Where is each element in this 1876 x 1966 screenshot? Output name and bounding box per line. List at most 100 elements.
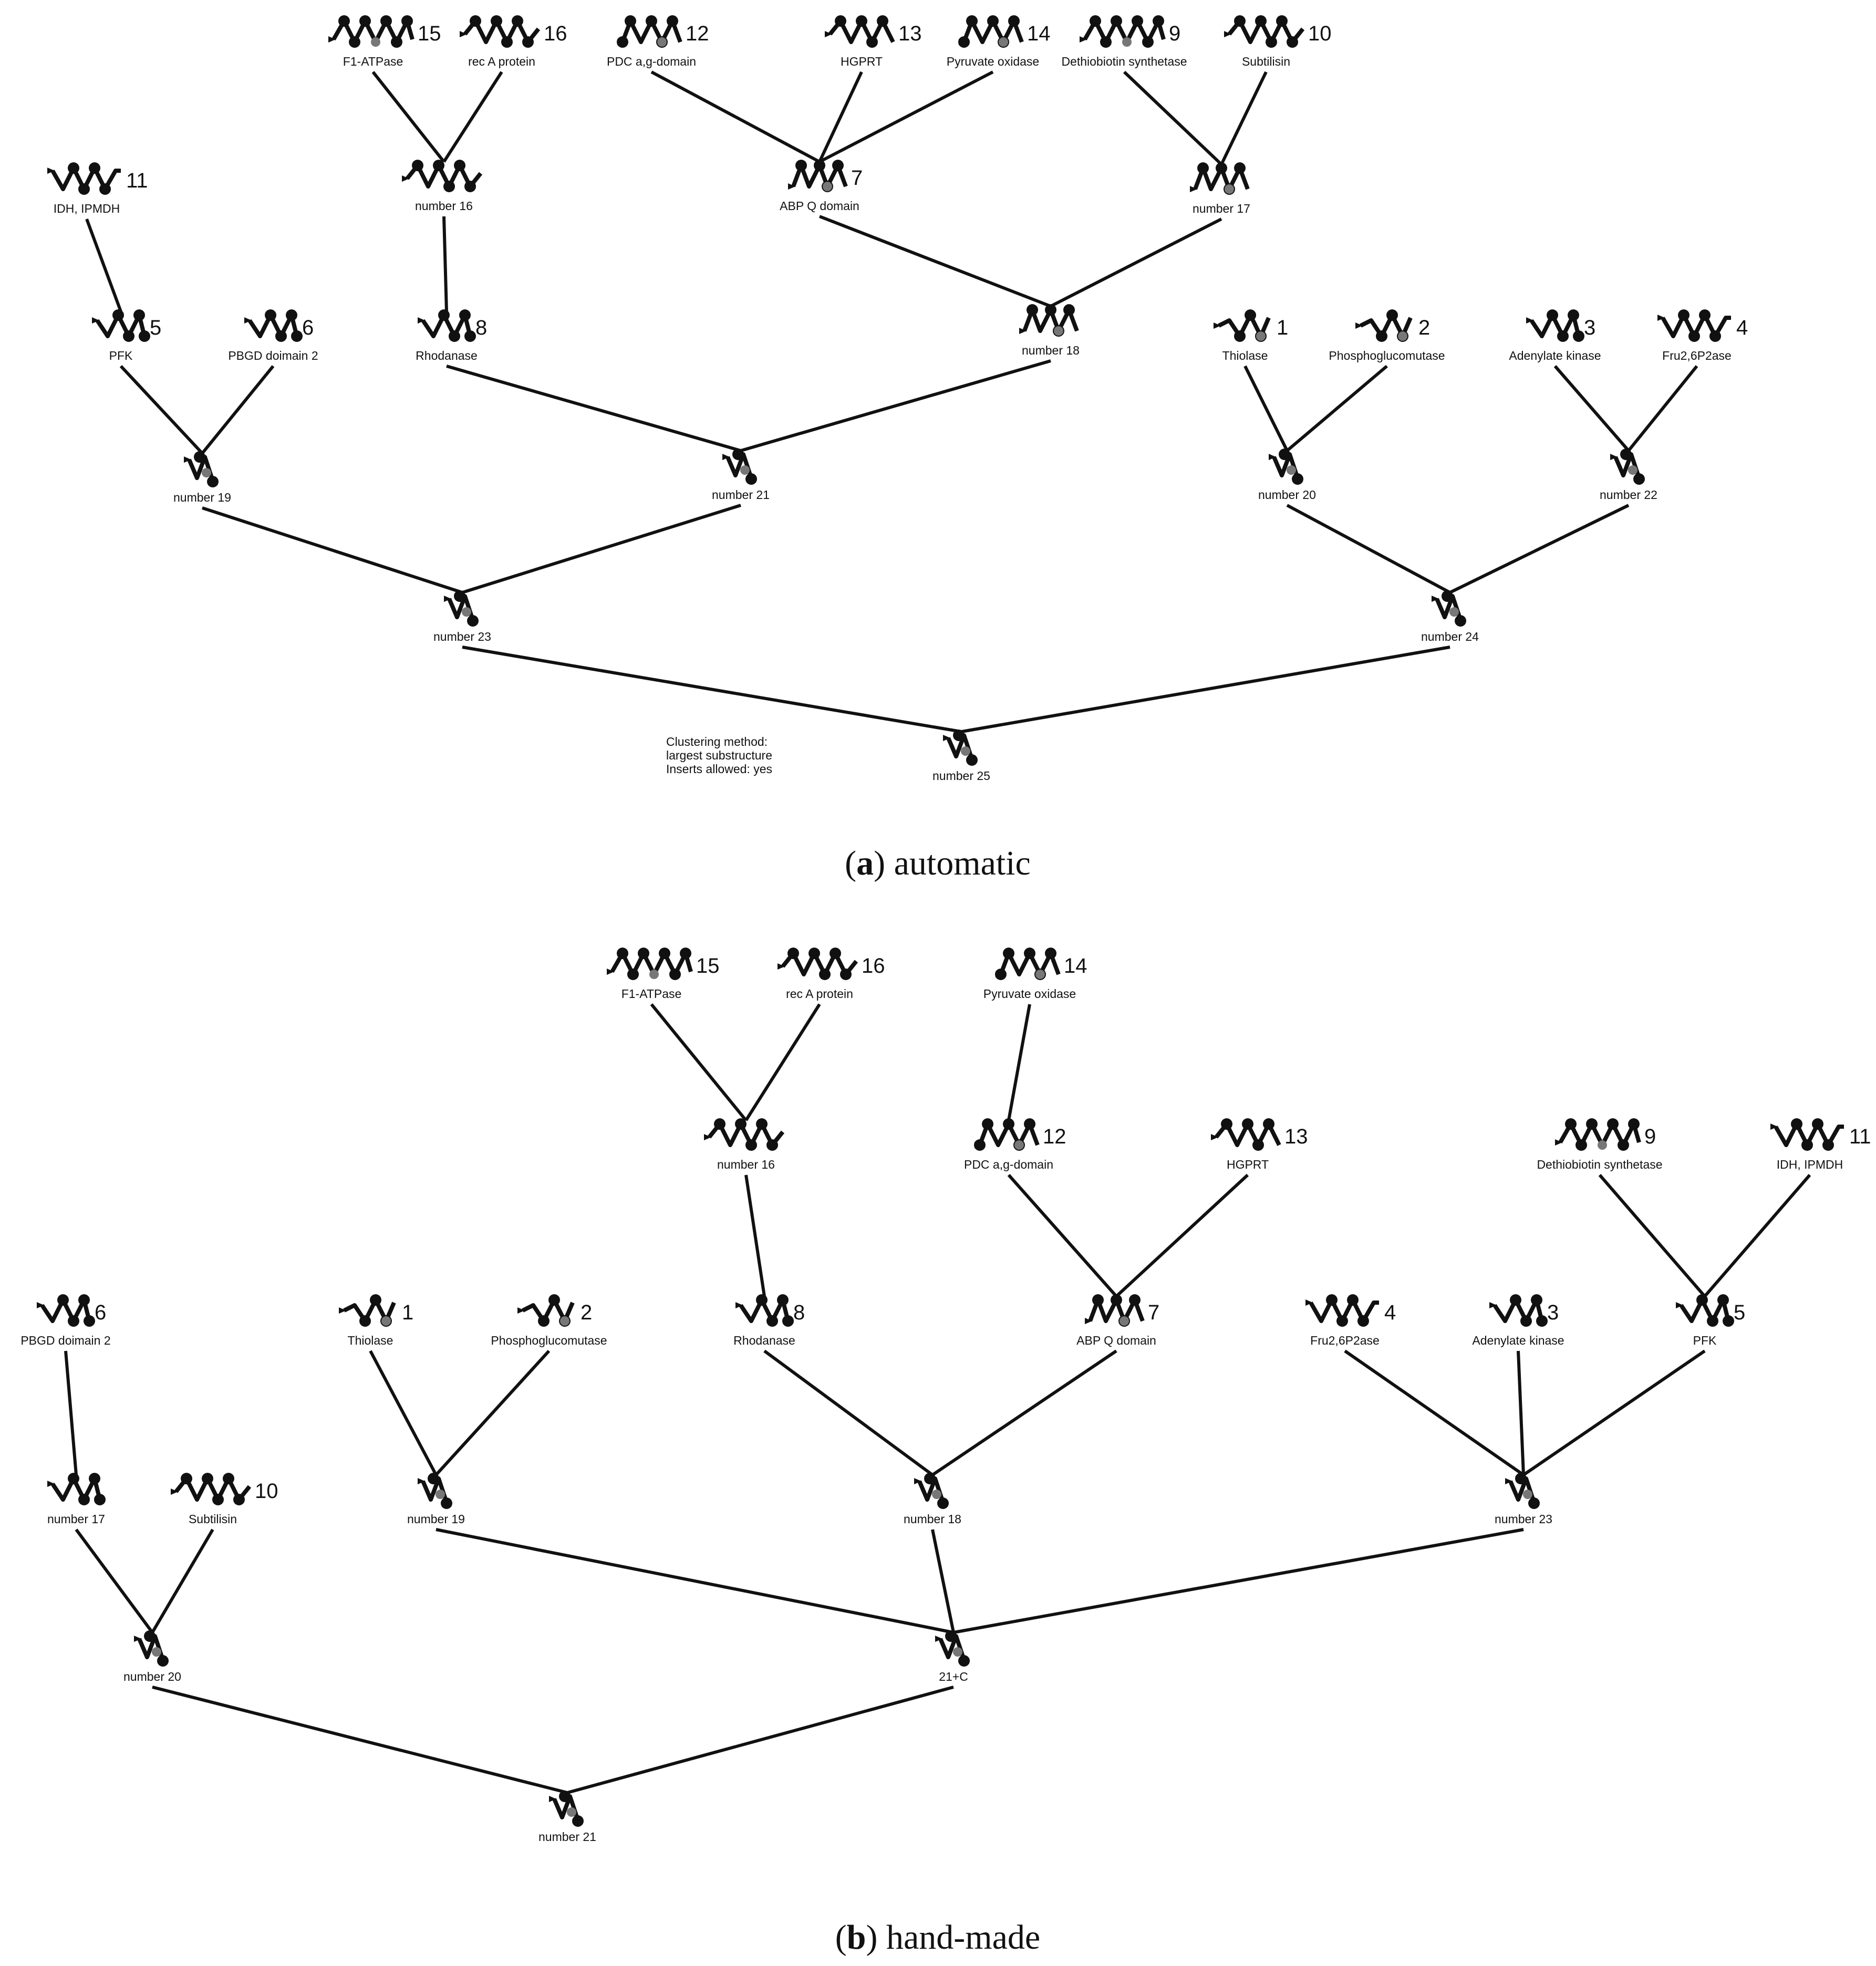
node-number: 1: [1277, 316, 1288, 339]
topology-strand: [1309, 1298, 1379, 1323]
strand-arrowhead: [1505, 1478, 1512, 1484]
node-number: 3: [1547, 1301, 1559, 1324]
helix-marker: [1292, 473, 1303, 485]
site-marker: [932, 1490, 941, 1499]
helix-marker: [449, 330, 460, 342]
topology-glyph: [1085, 1294, 1145, 1327]
clustering-note-line-1: Clustering method:: [666, 735, 768, 748]
topology-glyph: [184, 451, 219, 487]
helix-marker: [1709, 330, 1721, 342]
site-marker: [381, 1316, 391, 1326]
strand-arrowhead: [1224, 31, 1231, 37]
helix-marker: [1132, 15, 1143, 27]
topology-glyph: [914, 1473, 949, 1509]
helix-marker: [1801, 1139, 1813, 1151]
tree-edge: [442, 71, 503, 163]
helix-marker: [756, 1118, 768, 1130]
helix-marker: [1252, 1139, 1264, 1151]
node-label: number 18: [1022, 344, 1080, 357]
node-label: IDH, IPMDH: [54, 202, 120, 215]
site-marker: [1225, 184, 1234, 194]
tree-edge: [818, 215, 1052, 308]
helix-marker: [1576, 1139, 1587, 1151]
helix-marker: [501, 36, 513, 48]
strand-arrowhead: [1489, 1302, 1497, 1308]
topology-glyph: [1355, 309, 1413, 342]
node-label: number 17: [47, 1512, 105, 1526]
strand-arrowhead: [1657, 315, 1665, 321]
helix-marker: [349, 36, 360, 48]
tree-edge: [1050, 217, 1222, 308]
tree-node: number 20: [1258, 449, 1316, 502]
tree-edge: [1553, 365, 1630, 452]
helix-marker: [795, 160, 807, 171]
helix-marker: [966, 754, 978, 766]
helix-marker: [982, 1118, 993, 1130]
topology-glyph: [1214, 309, 1271, 342]
node-label: rec A protein: [786, 987, 853, 1001]
helix-marker: [1557, 330, 1569, 342]
helix-marker: [291, 330, 303, 342]
strand-arrowhead: [914, 1478, 921, 1484]
tree-edge: [436, 1528, 954, 1634]
helix-marker: [1024, 1118, 1035, 1130]
helix-marker: [139, 330, 150, 342]
strand-arrowhead: [549, 1796, 556, 1802]
node-label: PFK: [1693, 1334, 1717, 1347]
strand-arrowhead: [1770, 1124, 1778, 1130]
helix-marker: [667, 15, 678, 27]
tree-node: 21+C: [935, 1630, 970, 1683]
node-label: Adenylate kinase: [1472, 1334, 1564, 1347]
tree-edge: [1344, 1349, 1525, 1476]
helix-marker: [787, 948, 799, 959]
site-marker: [560, 1316, 569, 1326]
tree-edge: [462, 646, 962, 733]
topology-glyph: [1489, 1294, 1548, 1327]
node-label: PDC a,g-domain: [964, 1158, 1053, 1171]
node-label: Rhodanase: [733, 1334, 795, 1347]
node-label: Pyruvate oxidase: [947, 55, 1039, 68]
node-label: number 22: [1600, 488, 1657, 502]
node-label: number 19: [173, 491, 231, 504]
helix-marker: [1699, 309, 1711, 321]
panel-b-caption: (b) hand-made: [835, 1918, 1040, 1957]
tree-edge: [85, 218, 122, 313]
helix-marker: [68, 1473, 79, 1484]
node-number: 8: [475, 316, 487, 339]
node-label: Phosphoglucomutase: [1329, 349, 1445, 362]
helix-marker: [856, 15, 867, 27]
tree-node: number 21: [538, 1791, 596, 1844]
clustering-note-line-3: Inserts allowed: yes: [666, 762, 772, 776]
helix-marker: [1455, 615, 1466, 627]
node-label: HGPRT: [841, 55, 883, 68]
helix-marker: [1090, 15, 1101, 27]
node-label: Subtilisin: [189, 1512, 237, 1526]
tree-edge: [1627, 365, 1698, 452]
tree-edge: [744, 1174, 766, 1297]
tree-node: number 19: [173, 451, 231, 504]
node-label: 21+C: [939, 1670, 968, 1683]
node-number: 1: [402, 1301, 413, 1324]
strand-arrowhead: [244, 317, 252, 324]
topology-glyph: [1432, 590, 1466, 627]
topology-glyph: [47, 162, 121, 195]
helix-marker: [1245, 309, 1256, 321]
helix-marker: [866, 36, 878, 48]
strand-arrowhead: [92, 317, 99, 324]
node-label: PFK: [109, 349, 133, 362]
node-number: 10: [255, 1480, 278, 1503]
tree-edge: [818, 71, 863, 163]
helix-marker: [766, 1139, 778, 1151]
